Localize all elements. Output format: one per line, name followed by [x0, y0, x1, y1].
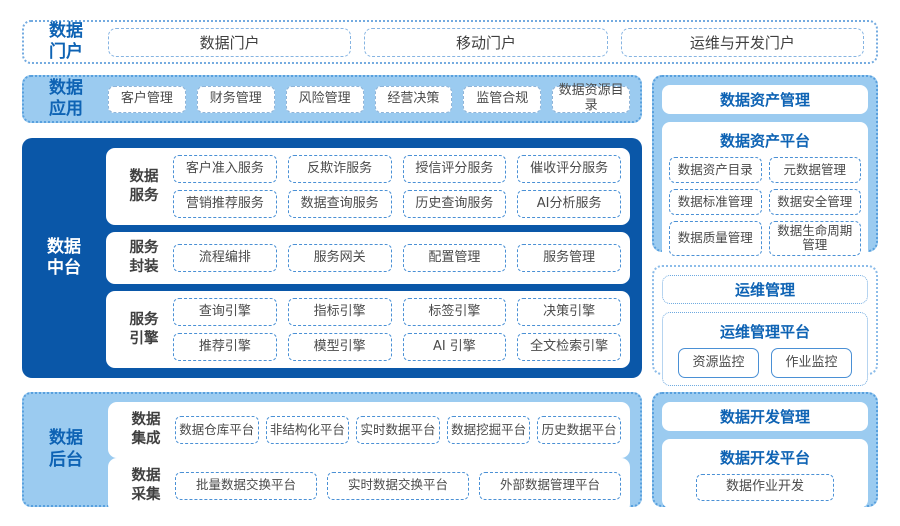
service-engine-label: 服务引擎	[129, 311, 159, 347]
asset-item: 数据标准管理	[669, 189, 762, 215]
data-middle-platform-section: 数据中台 数据服务 客户准入服务 反欺诈服务 授信评分服务 催收评分服务 营销推…	[22, 138, 642, 378]
service-packaging-label: 服务封装	[129, 240, 159, 275]
ops-management-platform-title: 运维管理平台	[719, 323, 810, 341]
engine-item: 查询引擎	[173, 298, 277, 326]
packaging-item: 流程编排	[173, 244, 277, 272]
collection-item: 外部数据管理平台	[479, 471, 621, 500]
collection-item: 批量数据交换平台	[175, 471, 317, 500]
engine-item: 全文检索引擎	[517, 333, 621, 361]
data-middle-platform-label: 数据中台	[47, 236, 81, 278]
data-services-items: 客户准入服务 反欺诈服务 授信评分服务 催收评分服务 营销推荐服务 数据查询服务…	[173, 155, 621, 218]
portal-item-ops-dev-portal: 运维与开发门户	[620, 27, 864, 57]
asset-item: 数据质量管理	[669, 221, 762, 256]
data-dev-management-section: 数据开发管理 数据开发平台 数据作业开发	[652, 392, 878, 508]
ops-management-title: 运维管理	[662, 275, 868, 304]
portal-item-data-portal: 数据门户	[108, 27, 352, 57]
service-item: 授信评分服务	[402, 155, 507, 183]
engine-item: 指标引擎	[287, 298, 392, 326]
service-engine-items: 查询引擎 指标引擎 标签引擎 决策引擎 推荐引擎 模型引擎 AI 引擎 全文检索…	[173, 298, 621, 361]
portal-items: 数据门户 移动门户 运维与开发门户	[108, 27, 864, 57]
data-backend-label: 数据后台	[49, 428, 83, 470]
data-asset-platform-title: 数据资产平台	[719, 132, 810, 150]
integration-item: 历史数据平台	[537, 415, 621, 444]
data-asset-platform: 数据资产平台 数据资产目录 元数据管理 数据标准管理 数据安全管理 数据质量管理…	[662, 122, 868, 263]
portal-section: 数据门户 数据门户 移动门户 运维与开发门户	[22, 20, 878, 64]
service-item: 客户准入服务	[173, 155, 277, 183]
service-item: 营销推荐服务	[173, 190, 277, 218]
data-dev-platform-title: 数据开发平台	[719, 449, 810, 467]
integration-item: 非结构化平台	[265, 415, 350, 444]
data-dev-management-title: 数据开发管理	[662, 402, 868, 431]
ops-management-platform: 运维管理平台 资源监控 作业监控	[662, 312, 868, 386]
data-integration-items: 数据仓库平台 非结构化平台 实时数据平台 数据挖掘平台 历史数据平台	[175, 415, 621, 444]
service-item: 数据查询服务	[287, 190, 392, 218]
ops-management-items: 资源监控 作业监控	[670, 348, 860, 378]
left-column: 数据应用 客户管理 财务管理 风险管理 经营决策 监管合规 数据资源目录 数据中…	[22, 75, 642, 514]
app-item: 客户管理	[108, 85, 186, 113]
data-services-label: 数据服务	[129, 168, 159, 204]
app-item: 经营决策	[374, 85, 453, 113]
integration-item: 数据挖掘平台	[446, 415, 531, 444]
data-asset-platform-items: 数据资产目录 元数据管理 数据标准管理 数据安全管理 数据质量管理 数据生命周期…	[669, 157, 861, 256]
data-dev-platform-items: 数据作业开发	[669, 474, 861, 501]
packaging-item: 配置管理	[402, 244, 507, 272]
data-asset-management-title: 数据资产管理	[662, 85, 868, 114]
data-integration-label: 数据集成	[131, 412, 161, 447]
service-item: 历史查询服务	[402, 190, 507, 218]
service-engine-group: 服务引擎 查询引擎 指标引擎 标签引擎 决策引擎 推荐引擎 模型引擎 AI 引擎…	[106, 291, 630, 368]
service-item: AI分析服务	[517, 190, 621, 218]
data-backend-section: 数据后台 数据集成 数据仓库平台 非结构化平台 实时数据平台 数据挖掘平台 历史…	[22, 392, 642, 514]
backend-groups: 数据集成 数据仓库平台 非结构化平台 实时数据平台 数据挖掘平台 历史数据平台 …	[108, 402, 630, 514]
portal-item-mobile-portal: 移动门户	[364, 27, 608, 57]
engine-item: 模型引擎	[287, 333, 392, 361]
engine-item: AI 引擎	[402, 333, 507, 361]
service-packaging-group: 服务封装 流程编排 服务网关 配置管理 服务管理	[106, 232, 630, 284]
data-collection-label: 数据采集	[131, 467, 161, 503]
integration-item: 实时数据平台	[356, 415, 440, 444]
packaging-item: 服务网关	[287, 244, 392, 272]
data-services-group: 数据服务 客户准入服务 反欺诈服务 授信评分服务 催收评分服务 营销推荐服务 数…	[106, 148, 630, 225]
engine-item: 标签引擎	[402, 298, 507, 326]
data-application-label: 数据应用	[49, 77, 83, 119]
service-item: 催收评分服务	[517, 155, 621, 183]
app-item: 监管合规	[463, 85, 542, 113]
dev-item: 数据作业开发	[695, 474, 835, 501]
data-collection-group: 数据采集 批量数据交换平台 实时数据交换平台 外部数据管理平台	[108, 457, 630, 514]
data-dev-platform: 数据开发平台 数据作业开发	[662, 439, 868, 508]
engine-item: 决策引擎	[517, 298, 621, 326]
asset-item: 数据资产目录	[669, 157, 762, 183]
data-application-section: 数据应用 客户管理 财务管理 风险管理 经营决策 监管合规 数据资源目录	[22, 75, 642, 123]
asset-item: 元数据管理	[768, 157, 861, 183]
data-asset-management-section: 数据资产管理 数据资产平台 数据资产目录 元数据管理 数据标准管理 数据安全管理…	[652, 75, 878, 263]
portal-section-label: 数据门户	[49, 20, 83, 62]
integration-item: 数据仓库平台	[175, 415, 259, 444]
app-item: 数据资源目录	[552, 83, 630, 113]
right-column: 数据资产管理 数据资产平台 数据资产目录 元数据管理 数据标准管理 数据安全管理…	[652, 75, 878, 508]
ops-item: 作业监控	[771, 348, 852, 378]
middle-platform-groups: 数据服务 客户准入服务 反欺诈服务 授信评分服务 催收评分服务 营销推荐服务 数…	[106, 148, 630, 368]
data-collection-items: 批量数据交换平台 实时数据交换平台 外部数据管理平台	[175, 471, 621, 500]
data-application-items: 客户管理 财务管理 风险管理 经营决策 监管合规 数据资源目录	[108, 83, 630, 113]
app-item: 风险管理	[285, 85, 364, 113]
asset-item: 数据安全管理	[768, 189, 861, 215]
packaging-item: 服务管理	[517, 244, 621, 272]
asset-item: 数据生命周期管理	[768, 221, 861, 256]
service-item: 反欺诈服务	[287, 155, 392, 183]
ops-item: 资源监控	[678, 348, 759, 378]
app-item: 财务管理	[196, 85, 275, 113]
collection-item: 实时数据交换平台	[327, 471, 469, 500]
ops-management-section: 运维管理 运维管理平台 资源监控 作业监控	[652, 265, 878, 386]
data-integration-group: 数据集成 数据仓库平台 非结构化平台 实时数据平台 数据挖掘平台 历史数据平台	[108, 402, 630, 458]
engine-item: 推荐引擎	[173, 333, 277, 361]
service-packaging-items: 流程编排 服务网关 配置管理 服务管理	[173, 244, 621, 272]
main-area: 数据应用 客户管理 财务管理 风险管理 经营决策 监管合规 数据资源目录 数据中…	[22, 75, 878, 514]
